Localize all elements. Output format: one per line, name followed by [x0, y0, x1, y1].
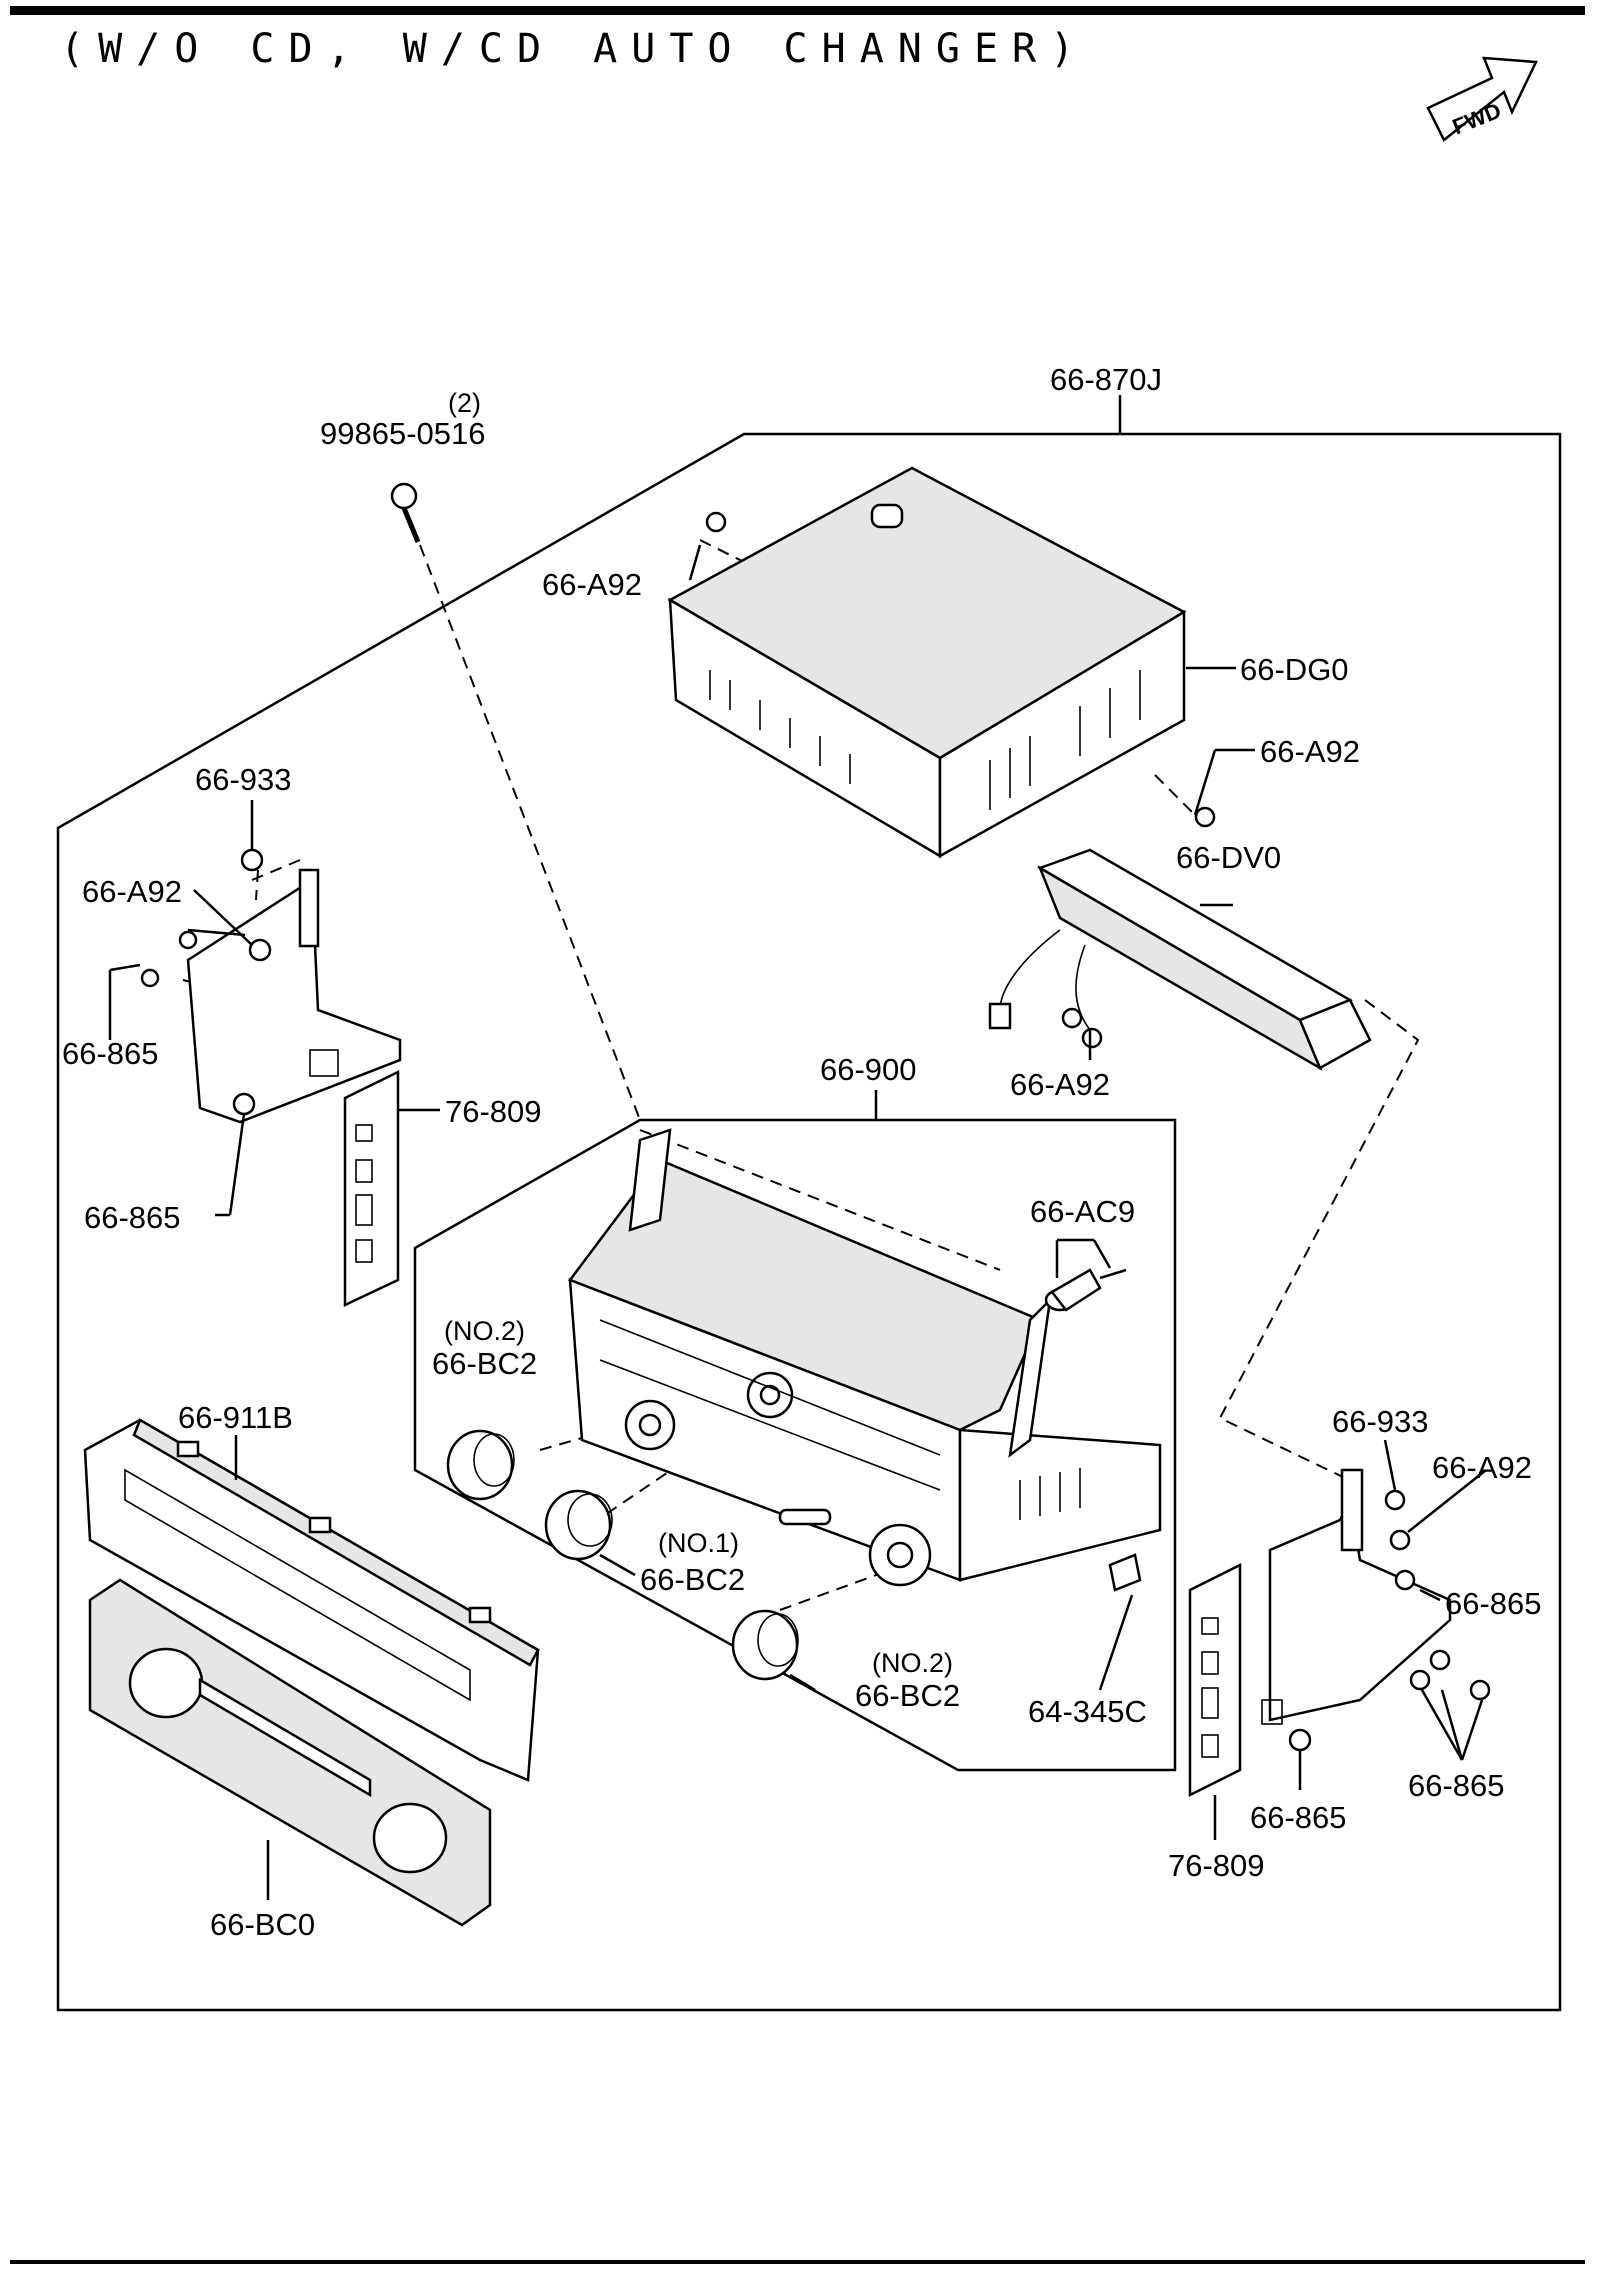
label-66-865-right-3: 66-865: [1250, 1800, 1347, 1835]
bezel-panel-911b-icon: [83, 1418, 540, 1782]
part-labels: 66-870J (2) 99865-0516 66-A92 66-DG0 66-…: [62, 362, 1542, 1942]
knob-bc2-no1-icon: [544, 1489, 613, 1561]
label-66-DV0: 66-DV0: [1176, 840, 1281, 875]
diagram-title: (W/O CD, W/CD AUTO CHANGER): [60, 26, 1089, 72]
cd-mechanism-dg0-icon: [667, 466, 1216, 859]
label-99865-0516: 99865-0516: [320, 416, 486, 451]
label-76-809-right: 76-809: [1168, 1848, 1265, 1883]
label-64-345C: 64-345C: [1028, 1694, 1147, 1729]
label-66-865-right-1: 66-865: [1445, 1586, 1542, 1621]
subassembly-900-outline: [413, 1118, 1177, 1772]
assembly-outline: [56, 432, 1562, 2012]
label-66-865-right-2: 66-865: [1408, 1768, 1505, 1803]
label-66-BC2-no2-left: 66-BC2: [432, 1346, 537, 1381]
ac9-part-icon: [1044, 1268, 1127, 1312]
top-rule: [10, 6, 1585, 15]
clip-345c-icon: [1108, 1553, 1142, 1592]
label-66-900: 66-900: [820, 1052, 917, 1087]
fwd-arrow-icon: FWD: [1426, 56, 1538, 142]
label-66-A92-left: 66-A92: [82, 874, 182, 909]
label-66-933-right: 66-933: [1332, 1404, 1429, 1439]
trim-strip-809-right-icon: [1188, 1562, 1242, 1798]
label-66-865-left-lower: 66-865: [84, 1200, 181, 1235]
label-bc2-no2-left-note: (NO.2): [444, 1316, 525, 1346]
label-bc2-no1-note: (NO.1): [658, 1528, 739, 1558]
display-unit-dv0-icon: [988, 848, 1372, 1071]
label-bc2-no2-right-note: (NO.2): [872, 1648, 953, 1678]
label-66-DG0: 66-DG0: [1240, 652, 1349, 687]
label-66-933-left: 66-933: [195, 762, 292, 797]
knob-bc2-no2-left-icon: [446, 1429, 515, 1501]
label-66-A92-dv0: 66-A92: [1010, 1067, 1110, 1102]
screw-99865-0516-icon: [390, 482, 421, 543]
label-66-A92-top: 66-A92: [542, 567, 642, 602]
label-66-A92-right-bracket: 66-A92: [1432, 1450, 1532, 1485]
label-66-870J: 66-870J: [1050, 362, 1162, 397]
label-66-AC9: 66-AC9: [1030, 1194, 1135, 1229]
label-66-BC2-no1: 66-BC2: [640, 1562, 745, 1597]
right-bracket-icon: [1261, 1468, 1491, 1752]
label-66-911B: 66-911B: [178, 1400, 293, 1435]
face-panel-bc0-icon: [88, 1578, 492, 1927]
left-bracket-icon: [140, 848, 402, 1124]
trim-strip-809-left-icon: [343, 1069, 400, 1307]
label-66-865-left-upper: 66-865: [62, 1036, 159, 1071]
label-66-BC0: 66-BC0: [210, 1907, 315, 1942]
bottom-rule: [10, 2260, 1585, 2264]
label-66-BC2-no2-right: 66-BC2: [855, 1678, 960, 1713]
knob-bc2-no2-right-icon: [731, 1609, 799, 1681]
label-screw-qty: (2): [448, 388, 481, 418]
label-66-A92-right: 66-A92: [1260, 734, 1360, 769]
audio-unit-900-icon: [568, 1128, 1162, 1587]
label-76-809-left: 76-809: [445, 1094, 542, 1129]
